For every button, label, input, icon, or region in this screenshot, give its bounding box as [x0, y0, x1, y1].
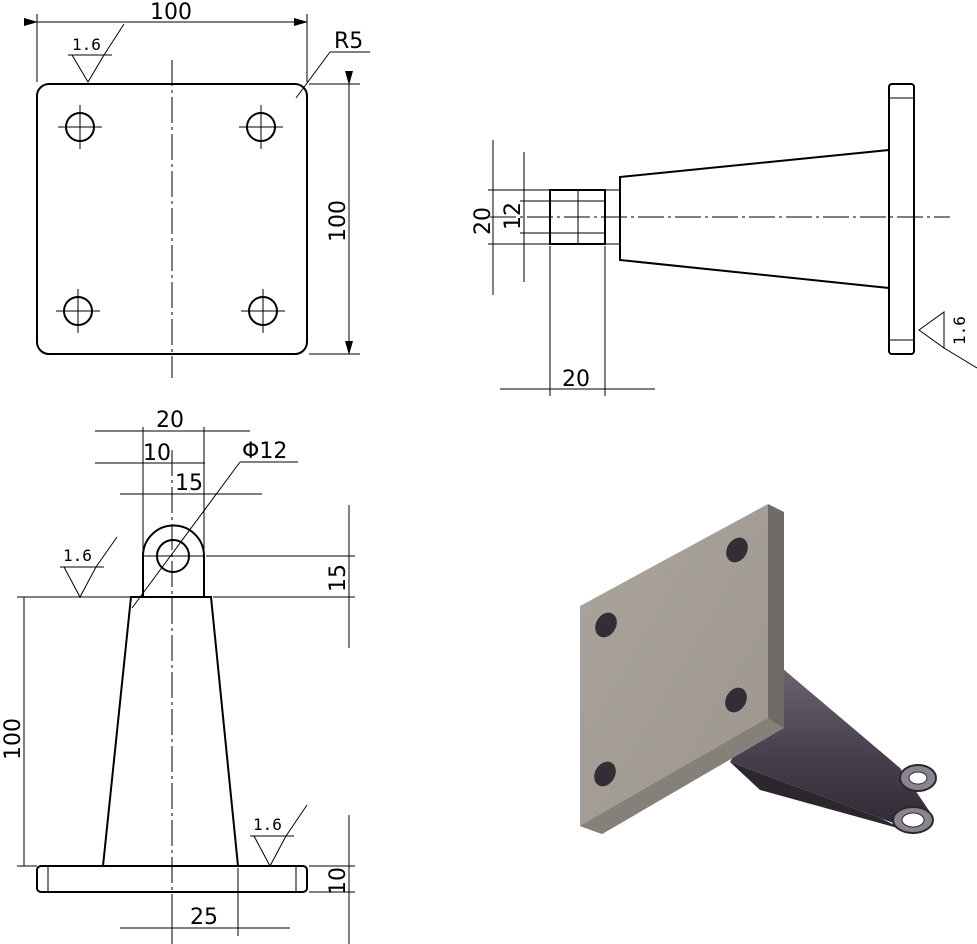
dim-height-text: 100 [326, 200, 351, 242]
side-view: 20 12 20 1.6 [471, 83, 977, 396]
base-flange [888, 83, 915, 355]
mounting-hole [58, 105, 102, 149]
iso-plate-face [580, 504, 768, 826]
tapered-arm [619, 148, 890, 290]
mounting-hole [241, 289, 285, 333]
front-view: 20 10 15 Φ12 15 10 100 25 1.6 [1, 408, 355, 944]
roughness-symbol: 1.6 [918, 311, 977, 369]
roughness-symbol: 1.6 [60, 536, 118, 599]
dim-lug-text: 20 [562, 367, 590, 392]
mounting-hole [239, 105, 283, 149]
svg-text:1.6: 1.6 [253, 815, 282, 834]
tapered-rib [102, 596, 239, 867]
dim-hole-text: Φ12 [242, 439, 287, 464]
svg-text:1.6: 1.6 [72, 35, 101, 54]
svg-text:1.6: 1.6 [63, 546, 92, 565]
top-view: 100 100 R5 1.6 [24, 0, 370, 378]
roughness-symbol: 1.6 [68, 23, 125, 83]
iso-hole [594, 537, 748, 787]
isometric-view [580, 504, 937, 834]
svg-text:1.6: 1.6 [950, 316, 969, 345]
dim-width-text: 100 [150, 0, 192, 25]
roughness-symbol: 1.6 [250, 804, 308, 868]
dim-half-text: 10 [143, 441, 171, 466]
dim-offset-text: 15 [175, 471, 203, 496]
dim-outer-text: 20 [471, 207, 496, 235]
dim-height-text: 100 [1, 718, 26, 760]
radius-text: R5 [334, 29, 363, 54]
dim-bottom-text: 25 [190, 905, 218, 930]
iso-lug [892, 764, 937, 834]
dim-lug-width-text: 20 [156, 408, 184, 433]
lug-eye [142, 524, 205, 597]
dim-base-thick-text: 10 [326, 867, 351, 895]
mounting-hole [56, 289, 100, 333]
dim-lug-height-text: 15 [326, 564, 351, 592]
dim-inner-text: 12 [501, 202, 526, 230]
